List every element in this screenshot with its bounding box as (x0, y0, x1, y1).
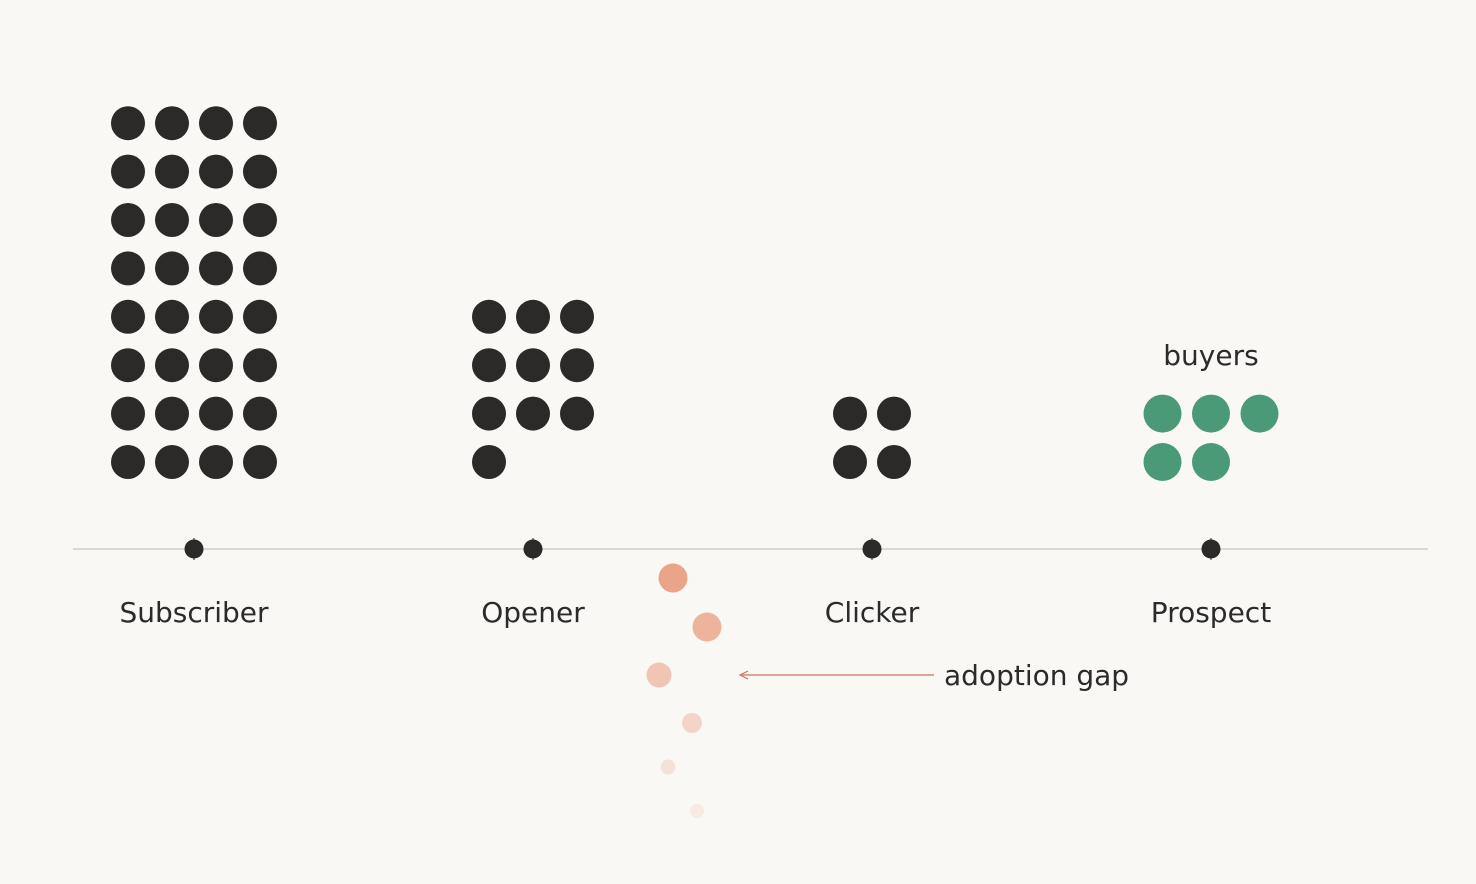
person-dot (516, 348, 550, 383)
axis-marker-clicker (862, 539, 882, 559)
person-dot (243, 445, 277, 479)
person-dot (472, 445, 506, 479)
stage-label-subscriber: Subscriber (119, 596, 269, 629)
person-dot (243, 299, 277, 334)
person-dot (199, 106, 233, 141)
person-dot (199, 348, 233, 383)
person-dot (243, 106, 277, 141)
person-dot (199, 203, 233, 237)
person-dot (111, 203, 145, 237)
stage-label-clicker: Clicker (825, 596, 920, 629)
person-dot (155, 445, 189, 479)
person-dot (111, 251, 145, 286)
person-dot (155, 154, 189, 189)
person-dot (243, 396, 277, 431)
adoption-gap-dots (646, 563, 722, 818)
gap-dot (692, 612, 722, 642)
person-dot (199, 251, 233, 286)
person-dot (111, 106, 145, 141)
person-dot (877, 396, 911, 431)
stage-dots-prospect (1143, 394, 1279, 481)
person-dot (155, 396, 189, 431)
person-dot (111, 154, 145, 189)
stage-dot-groups (111, 106, 1279, 481)
axis-marker-subscriber (184, 539, 204, 559)
stage-dots-opener (472, 299, 594, 479)
buyer-dot (1143, 394, 1182, 433)
person-dot (155, 203, 189, 237)
person-dot (199, 445, 233, 479)
person-dot (516, 299, 550, 334)
stage-label-prospect: Prospect (1151, 596, 1271, 629)
person-dot (472, 348, 506, 383)
buyer-dot (1192, 443, 1230, 481)
person-dot (155, 348, 189, 383)
gap-dot (682, 713, 702, 733)
gap-dot (660, 759, 676, 775)
person-dot (243, 203, 277, 237)
gap-dot (646, 662, 672, 688)
stage-label-opener: Opener (481, 596, 585, 629)
person-dot (243, 154, 277, 189)
person-dot (243, 251, 277, 286)
gap-dot (690, 804, 704, 818)
person-dot (155, 299, 189, 334)
person-dot (199, 396, 233, 431)
person-dot (833, 445, 867, 479)
person-dot (472, 396, 506, 431)
stage-dots-subscriber (111, 106, 277, 479)
buyer-dot (1143, 443, 1182, 481)
stage-dots-clicker (833, 396, 911, 479)
adoption-gap-arrowhead (738, 670, 749, 680)
gap-dot (658, 563, 688, 593)
person-dot (111, 299, 145, 334)
person-dot (111, 348, 145, 383)
person-dot (472, 299, 506, 334)
person-dot (155, 106, 189, 141)
person-dot (199, 154, 233, 189)
axis-markers (184, 538, 1221, 560)
person-dot (877, 445, 911, 479)
buyer-dot (1240, 394, 1279, 433)
person-dot (111, 396, 145, 431)
person-dot (560, 348, 594, 383)
person-dot (560, 299, 594, 334)
adoption-gap-label: adoption gap (944, 659, 1129, 692)
person-dot (833, 396, 867, 431)
buyers-label: buyers (1163, 339, 1258, 372)
buyer-dot (1192, 394, 1230, 433)
person-dot (560, 396, 594, 431)
person-dot (155, 251, 189, 286)
person-dot (199, 299, 233, 334)
axis-marker-prospect (1201, 539, 1221, 559)
axis-marker-opener (523, 539, 543, 559)
person-dot (516, 396, 550, 431)
person-dot (243, 348, 277, 383)
person-dot (111, 445, 145, 479)
